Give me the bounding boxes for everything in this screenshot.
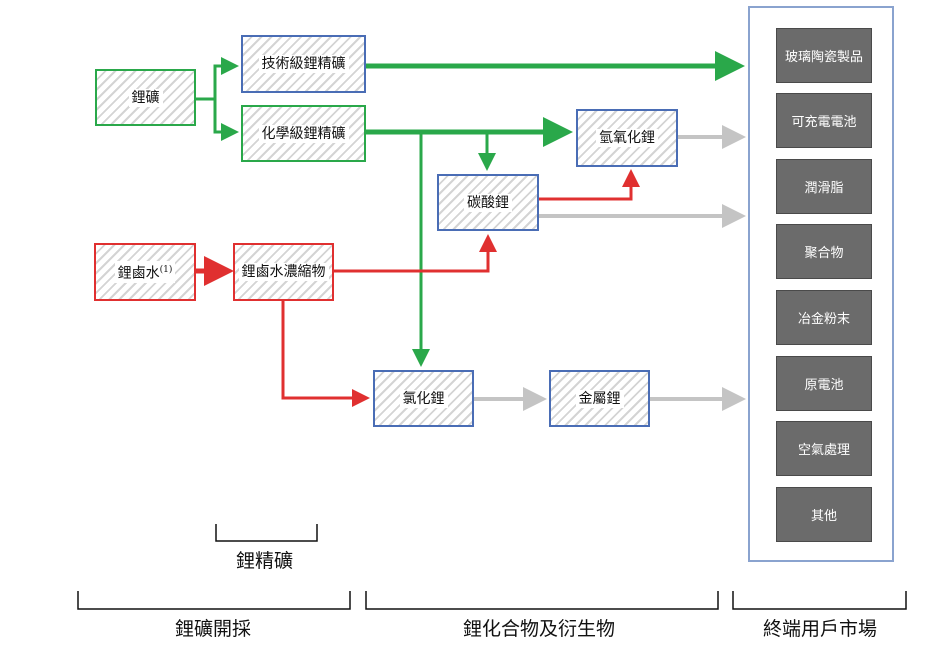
label-mining: 鋰礦開採 [175, 618, 252, 640]
arrow-concentrate-to-chloride [281, 301, 370, 407]
market-grease: 潤滑脂 [776, 159, 872, 214]
market-air-treatment: 空氣處理 [776, 421, 872, 476]
market-glass-ceramics: 玻璃陶瓷製品 [776, 28, 872, 83]
green-arrows [196, 51, 745, 367]
gray-arrows [474, 125, 746, 411]
node-lithium-metal: 金屬鋰 [549, 370, 650, 427]
node-lithium-carbonate: 碳酸鋰 [437, 174, 539, 231]
node-spodumene-label: 鋰礦 [128, 88, 163, 107]
label-concentrate: 鋰精礦 [236, 550, 294, 572]
market-metallurgical-powder: 冶金粉末 [776, 290, 872, 345]
node-chem-grade-concentrate: 化學級鋰精礦 [241, 105, 366, 162]
node-hydroxide-label: 氫氧化鋰 [596, 129, 658, 147]
node-chem-grade-label: 化學級鋰精礦 [258, 124, 349, 143]
node-brine-label: 鋰鹵水(1) [114, 261, 176, 283]
arrow-to-chem-grade [213, 99, 239, 141]
node-tech-grade-concentrate: 技術級鋰精礦 [241, 35, 366, 93]
bracket-mining [77, 591, 351, 610]
node-brine: 鋰鹵水(1) [94, 243, 196, 301]
brine-footnote: (1) [159, 265, 173, 276]
red-arrows [196, 169, 640, 407]
node-spodumene: 鋰礦 [95, 69, 196, 126]
bracket-concentrate [215, 524, 318, 542]
arrow-to-tech-grade [213, 57, 239, 99]
node-metal-label: 金屬鋰 [575, 389, 624, 408]
arrow-concentrate-to-carbonate [334, 234, 497, 273]
label-compounds: 鋰化合物及衍生物 [463, 618, 616, 640]
node-brine-concentrate: 鋰鹵水濃縮物 [233, 243, 334, 301]
node-tech-grade-label: 技術級鋰精礦 [258, 55, 349, 73]
node-carbonate-label: 碳酸鋰 [464, 193, 512, 212]
end-market-panel [748, 6, 894, 562]
bracket-end-market [732, 591, 907, 610]
node-chloride-label: 氯化鋰 [399, 389, 448, 408]
node-brine-concentrate-label: 鋰鹵水濃縮物 [238, 263, 329, 281]
label-end-market: 終端用戶市場 [763, 618, 878, 640]
arrow-carbonate-to-hydroxide [539, 169, 640, 201]
market-rechargeable-batteries: 可充電電池 [776, 93, 872, 148]
market-primary-batteries: 原電池 [776, 356, 872, 411]
node-lithium-hydroxide: 氫氧化鋰 [576, 109, 678, 167]
market-other: 其他 [776, 487, 872, 542]
bracket-compounds [365, 591, 719, 610]
market-polymers: 聚合物 [776, 224, 872, 279]
node-lithium-chloride: 氯化鋰 [373, 370, 474, 427]
